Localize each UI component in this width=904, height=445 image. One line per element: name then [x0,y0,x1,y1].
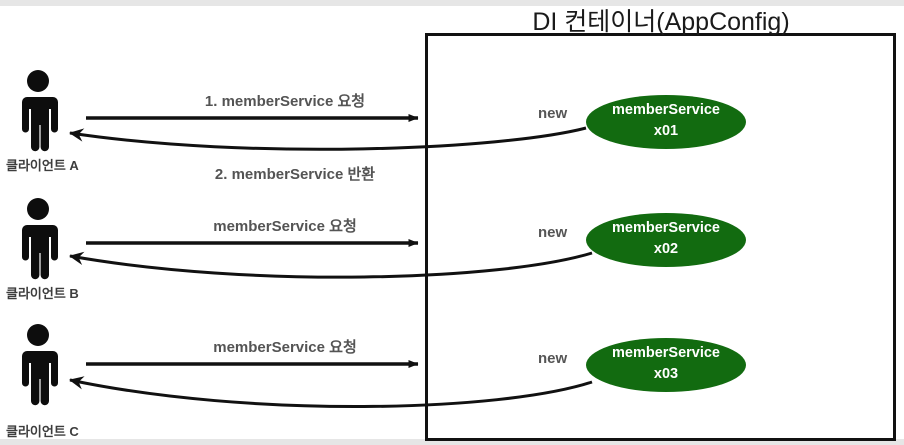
return-label-a: 2. memberService 반환 [214,166,376,183]
bottom-edge-band [0,439,904,445]
person-icon-client-a [21,70,58,152]
new-label-c: new [538,350,568,367]
top-edge-band [0,0,904,6]
return-arrow-c [69,376,593,408]
di-container-box [425,33,896,441]
return-arrow-a [69,126,587,151]
request-label-b: memberService 요청 [213,218,357,235]
client-label-c: 클라이언트 C [6,424,79,439]
request-label-a: 1. memberService 요청 [204,93,366,110]
person-icon-client-c [21,324,58,406]
client-label-a: 클라이언트 A [6,158,79,173]
new-label-a: new [538,105,568,122]
bean-ellipse-b [586,213,746,267]
bean-ellipse-c [586,338,746,392]
return-arrow-b [69,251,593,279]
request-label-c: memberService 요청 [213,339,357,356]
bean-ellipse-a [586,95,746,149]
new-label-b: new [538,224,568,241]
person-icon-client-b [21,198,58,280]
di-container-title: DI 컨테이너(AppConfig) [532,8,790,36]
client-label-b: 클라이언트 B [6,286,79,301]
